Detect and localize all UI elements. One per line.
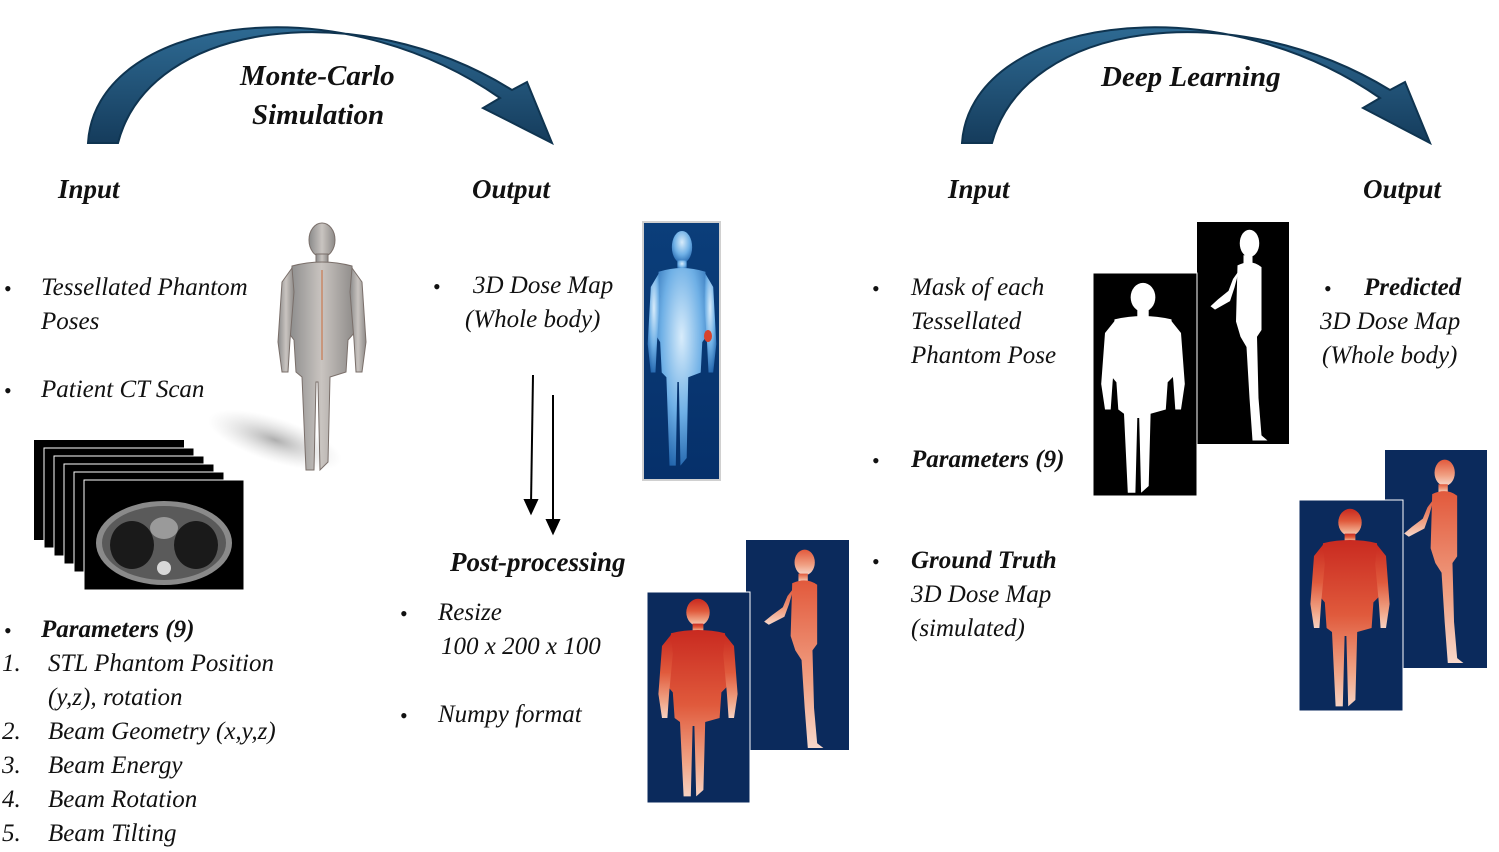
bullet: • (4, 276, 12, 301)
mc-input-item1-line1: Tessellated Phantom (41, 274, 248, 301)
down-arrows (523, 374, 561, 536)
mc-input-item2: Patient CT Scan (41, 376, 205, 403)
monte-carlo-arrow (86, 26, 554, 146)
dl-pred-line1: Predicted (1364, 274, 1462, 301)
bullet: • (872, 549, 880, 574)
mc-output-heading: Output (472, 174, 551, 204)
bullet: • (433, 274, 441, 299)
mask-images (1092, 222, 1289, 497)
dl-output-heading: Output (1363, 174, 1442, 204)
mc-title-line1: Monte-Carlo (240, 60, 395, 92)
bullet: • (400, 601, 408, 626)
bullet: • (4, 378, 12, 403)
postprocess-images (646, 540, 849, 804)
mc-input-heading: Input (58, 174, 120, 204)
dl-params: Parameters (9) (911, 446, 1065, 473)
param-item: 1.STL Phantom Position (2, 650, 274, 677)
deep-learning-arrow (960, 26, 1432, 146)
mc-input-item1-line2: Poses (41, 308, 100, 335)
dl-pred-line2: 3D Dose Map (1320, 308, 1461, 335)
bullet: • (400, 703, 408, 728)
dose-map-blue (642, 221, 721, 481)
predicted-images (1298, 450, 1487, 712)
mc-post-item2: Numpy format (438, 701, 582, 728)
mc-output-item-line2: (Whole body) (465, 306, 601, 333)
bullet: • (1324, 276, 1332, 301)
dl-mask-line1: Mask of each (911, 274, 1045, 301)
dl-input-heading: Input (948, 174, 1010, 204)
dl-mask-line2: Tessellated (911, 308, 1022, 335)
dl-gt-line3: (simulated) (911, 615, 1025, 642)
mc-post-item1-line1: Resize (438, 599, 502, 626)
param-item: 2.Beam Geometry (x,y,z) (2, 718, 276, 745)
param-item: 3.Beam Energy (2, 752, 183, 779)
bullet: • (4, 618, 12, 643)
dl-title: Deep Learning (1101, 61, 1281, 93)
mc-params-list: 1.STL Phantom Position (y,z), rotation 2… (2, 647, 276, 851)
dl-mask-line3: Phantom Pose (911, 342, 1057, 369)
mc-params-heading: Parameters (9) (41, 616, 195, 643)
dl-pred-line3: (Whole body) (1322, 342, 1458, 369)
param-item: (y,z), rotation (48, 684, 183, 711)
mc-post-heading: Post-processing (450, 547, 626, 577)
ct-scan-stack (34, 440, 245, 591)
mc-post-item1-line2: 100 x 200 x 100 (441, 633, 601, 660)
phantom-figure (208, 222, 367, 471)
mc-title-line2: Simulation (252, 99, 385, 131)
mc-output-item-line1: 3D Dose Map (473, 272, 614, 299)
dl-gt-line1: Ground Truth (911, 547, 1057, 574)
bullet: • (872, 276, 880, 301)
param-item: 5.Beam Tilting (2, 820, 177, 847)
bullet: • (872, 448, 880, 473)
dl-gt-line2: 3D Dose Map (911, 581, 1052, 608)
param-item: 4.Beam Rotation (2, 786, 198, 813)
